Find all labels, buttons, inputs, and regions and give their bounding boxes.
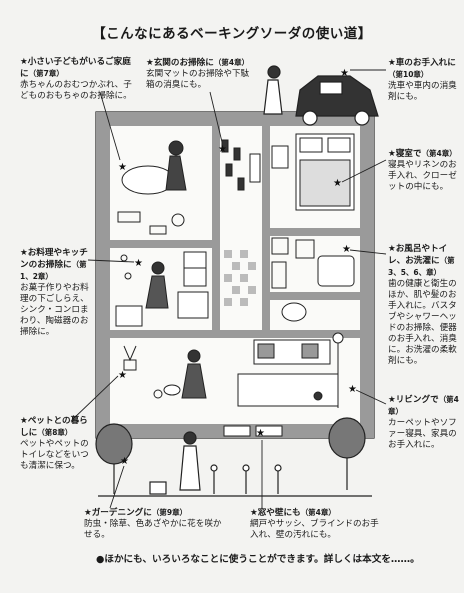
- callout-heading: ★お料理やキッチンのお掃除に: [20, 248, 88, 270]
- callout-heading: ★リビングで: [388, 395, 439, 405]
- callout-entrance: ★玄関のお掃除に（第4章） 玄関マットのお掃除や下駄箱の消臭にも。: [146, 57, 256, 91]
- callout-heading: ★寝室で: [388, 149, 422, 159]
- callout-chapter: （第1、2章）: [20, 260, 87, 281]
- bathroom: [271, 237, 355, 322]
- callout-chapter: （第9章）: [151, 508, 188, 517]
- callout-body: 歯の健康と衛生のほか、肌や髪のお手入れに。バスタブやシャワーヘッドのお掃除、便器…: [388, 279, 457, 366]
- callout-kids: ★小さい子どもがいるご家庭に（第7章） 赤ちゃんのおむつかぶれ、子どものおもちゃ…: [20, 57, 136, 102]
- callout-chapter: （第4章）: [388, 395, 459, 416]
- bedroom: [271, 133, 355, 211]
- callout-heading: ★ペットとの暮らしに: [20, 416, 88, 438]
- callout-bath: ★お風呂やトイレ、お洗濯に（第3、5、6、章） 歯の健康と衛生のほか、肌や髪のお…: [388, 244, 460, 367]
- hallway-tiles: [224, 250, 256, 306]
- callout-bedroom: ★寝室で（第4章） 寝具やリネンのお手入れ、クローゼットの中にも。: [388, 148, 458, 193]
- star-icon: ★: [333, 178, 342, 189]
- callout-heading: ★車のお手入れに: [388, 58, 456, 68]
- callout-body: お菓子作りやお料理の下ごしらえ、シンク・コンロまわり、陶磁器のお掃除に。: [20, 283, 89, 337]
- callout-body: カーペットやソファー寝具、家具のお手入れに。: [388, 418, 457, 450]
- windows: [223, 425, 283, 437]
- kitchen: [115, 251, 209, 327]
- callout-chapter: （第10章）: [388, 70, 429, 79]
- footer-note: ●ほかにも、いろいろなことに使うことができます。詳しくは本文を……。: [96, 554, 420, 565]
- star-icon: ★: [120, 456, 129, 467]
- callout-heading: ★窓や壁にも: [250, 508, 301, 518]
- callout-heading: ★玄関のお掃除に: [146, 58, 214, 68]
- entrance: [221, 139, 261, 191]
- callout-body: ペットやペットのトイレなどをいつも清潔に保つ。: [20, 439, 89, 471]
- star-icon: ★: [118, 162, 127, 173]
- callout-heading: ★小さい子どもがいるご家庭に: [20, 57, 131, 79]
- callout-chapter: （第4章）: [300, 508, 336, 517]
- star-icon: ★: [118, 370, 127, 381]
- star-icon: ★: [134, 258, 143, 269]
- callout-chapter: （第4章）: [421, 149, 457, 158]
- pets-area: [123, 345, 207, 399]
- callout-chapter: （第4章）: [213, 58, 250, 67]
- callout-car: ★車のお手入れに （第10章） 洗車や車内の消臭剤にも。: [388, 58, 458, 103]
- star-icon: ★: [342, 244, 351, 255]
- callout-chapter: （第8章）: [37, 428, 73, 437]
- page-title: 【こんなにあるベーキングソーダの使い道】: [92, 26, 372, 42]
- callout-body: 玄関マットのお掃除や下駄箱の消臭にも。: [146, 69, 250, 90]
- callout-body: 寝具やリネンのお手入れ、クローゼットの中にも。: [388, 160, 457, 192]
- kids-room: [117, 140, 187, 235]
- callout-heading: ★ガーデニングに: [84, 508, 152, 518]
- callout-body: 赤ちゃんのおむつかぶれ、子どものおもちゃのお掃除に。: [20, 80, 132, 101]
- callout-body: 網戸やサッシ、ブラインドのお手入れ、壁の汚れにも。: [250, 519, 379, 540]
- callout-garden: ★ガーデニングに（第9章） 防虫・除草、色あざやかに花を咲かせる。: [84, 507, 224, 541]
- star-icon: ★: [340, 68, 349, 79]
- garden: [95, 417, 372, 497]
- star-markers: ★ ★ ★ ★ ★ ★ ★ ★ ★ ★: [118, 68, 357, 467]
- callout-body: 防虫・除草、色あざやかに花を咲かせる。: [84, 519, 222, 540]
- callout-chapter: （第7章）: [28, 69, 64, 78]
- callout-chapter: （第3、5、6、章）: [388, 256, 455, 277]
- callout-living: ★リビングで（第4章） カーペットやソファー寝具、家具のお手入れに。: [388, 394, 460, 451]
- callout-heading: ★お風呂やトイレ、お洗濯に: [388, 244, 448, 266]
- callout-kitchen: ★お料理やキッチンのお掃除に（第1、2章） お菓子作りやお料理の下ごしらえ、シン…: [20, 248, 92, 338]
- star-icon: ★: [348, 384, 357, 395]
- leader-lines: [71, 69, 387, 509]
- callout-body: 洗車や車内の消臭剤にも。: [388, 81, 457, 102]
- callout-pets: ★ペットとの暮らしに（第8章） ペットやペットのトイレなどをいつも清潔に保つ。: [20, 416, 92, 472]
- car: [263, 65, 379, 126]
- callout-window: ★窓や壁にも（第4章） 網戸やサッシ、ブラインドのお手入れ、壁の汚れにも。: [250, 507, 386, 541]
- star-icon: ★: [256, 428, 265, 439]
- living-room: [237, 332, 344, 408]
- star-icon: ★: [218, 144, 227, 155]
